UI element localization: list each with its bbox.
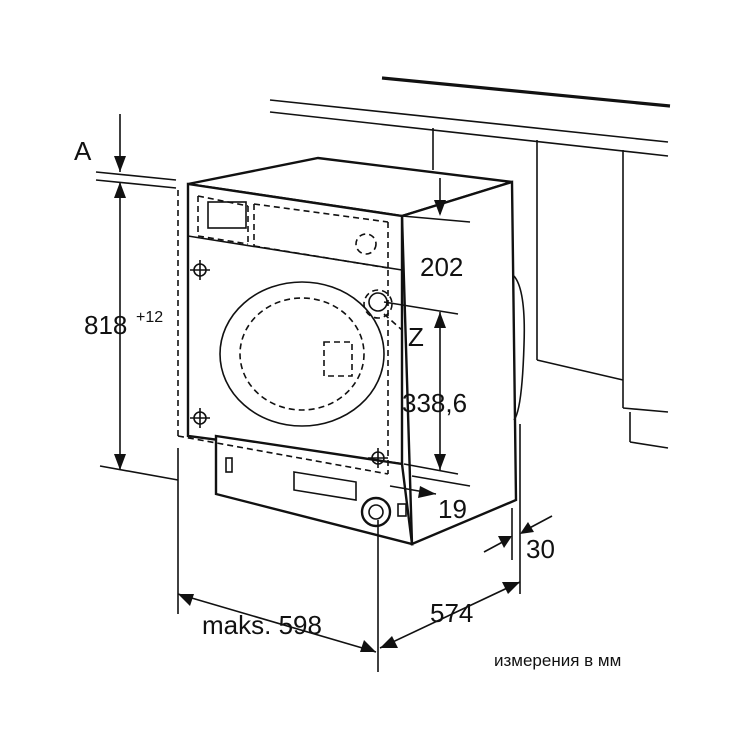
label-a: A: [74, 136, 92, 166]
drain-pump-cap: [360, 496, 392, 528]
drawer-dash-bottom: [197, 235, 249, 245]
worktop-front-edge: [269, 99, 669, 143]
rear-drum-bulge: [513, 275, 526, 421]
worktop-and-cabinets: [269, 76, 671, 449]
extension-19: [411, 475, 471, 487]
door-glass: [239, 297, 365, 411]
label-rear-gap: 30: [526, 534, 555, 564]
mounting-points: [190, 260, 388, 468]
dimension-width: maks. 598: [177, 448, 377, 653]
door-handle: [323, 341, 353, 377]
extension-z-top: [383, 301, 459, 315]
dimension-depth: 574: [377, 520, 521, 672]
width-dimension-line: [177, 593, 377, 653]
dimension-z: Z 338,6: [383, 301, 467, 475]
installation-outline: [177, 190, 389, 475]
label-z-height: 338,6: [402, 388, 467, 418]
machine-right-face: [400, 180, 518, 546]
plinth-top-right: [622, 407, 669, 413]
label-height: 818: [84, 310, 127, 340]
detergent-drawer: [207, 201, 247, 229]
extension-top-b: [95, 179, 177, 189]
worktop-top-edge: [381, 76, 671, 108]
drain-pump-inner: [368, 504, 384, 520]
program-knob: [355, 233, 377, 255]
washing-machine: [186, 156, 526, 546]
dimension-rear-gap: 30: [483, 424, 555, 594]
outline-bottom: [177, 435, 389, 475]
depth-dimension-line: [379, 581, 521, 649]
z-leader: [383, 313, 403, 331]
label-height-tolerance: +12: [136, 309, 163, 326]
dimension-base-offset: 19: [389, 475, 471, 524]
extension-202: [401, 215, 471, 223]
panel-dash-bottom: [253, 245, 389, 269]
dimension-height: A 818 +12: [74, 114, 179, 481]
extension-z-bottom: [403, 463, 459, 475]
service-flap: [293, 471, 357, 501]
label-depth: 574: [430, 598, 473, 628]
door-outer-ring: [219, 281, 385, 427]
drawer-dash-top: [197, 195, 249, 207]
dimension-top-offset: 202: [401, 178, 471, 282]
label-base-offset: 19: [438, 494, 467, 524]
plinth-bottom: [629, 441, 669, 449]
base-slot: [225, 457, 233, 473]
plinth-top: [536, 359, 624, 381]
machine-front-face: [186, 182, 404, 466]
panel-dash-top: [253, 203, 389, 223]
extension-top-a: [95, 171, 177, 181]
label-top-offset: 202: [420, 252, 463, 282]
extension-bottom: [99, 465, 179, 481]
label-width: maks. 598: [202, 610, 322, 640]
drain-hose-outlet: [397, 503, 407, 517]
units-note: измерения в мм: [494, 651, 621, 670]
worktop-lower-edge: [269, 111, 669, 157]
label-z: Z: [408, 322, 424, 352]
